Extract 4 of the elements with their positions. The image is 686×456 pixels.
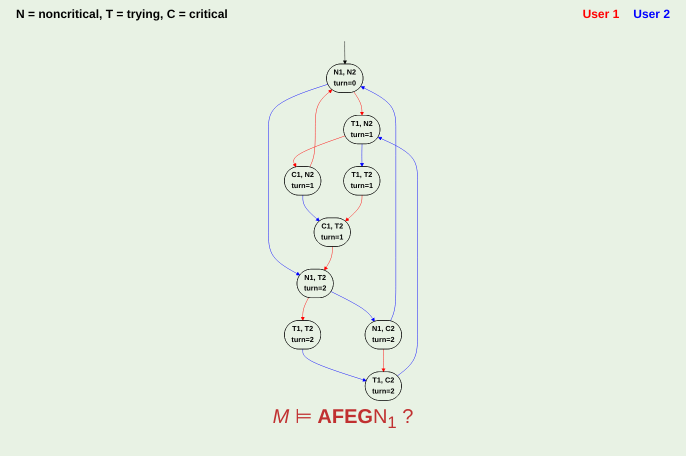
legend-entry: User 2 [633,7,670,21]
key-note: N = noncritical, T = trying, C = critical [16,7,228,21]
formula-caption: M ⊨ AFEGN$_{1}$ ? [272,405,414,434]
legend-entry: User 1 [582,7,620,21]
